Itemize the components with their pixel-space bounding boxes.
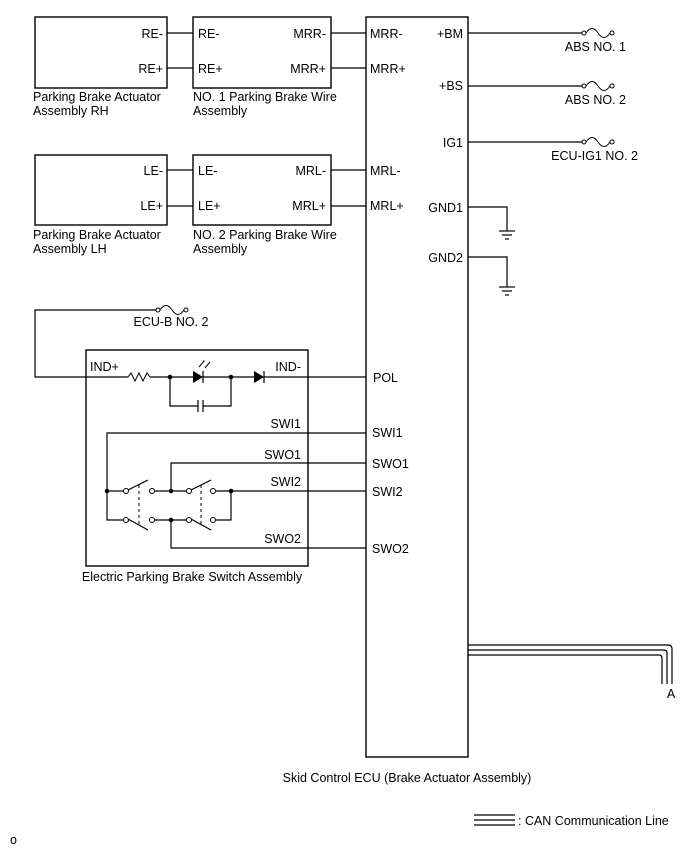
switch-icon (127, 518, 149, 531)
fuse-abs-2-label: ABS NO. 2 (565, 93, 626, 107)
fuse-abs-1: ABS NO. 1 (468, 28, 626, 54)
switch-pin-swo1: SWO1 (264, 448, 301, 462)
switch-assembly-box (85, 349, 309, 567)
actuator-rh-pin-plus: RE+ (138, 62, 163, 76)
ecu-pin-bm: +BM (437, 27, 463, 41)
wire1-pin-mrr-minus: MRR- (293, 27, 326, 41)
actuator-lh-pin-plus: LE+ (140, 199, 163, 213)
ecu-pin-swo1: SWO1 (372, 457, 409, 471)
wire2-caption-1: NO. 2 Parking Brake Wire (193, 228, 337, 242)
ecu-pin-swi2: SWI2 (372, 485, 403, 499)
switch-contact (210, 488, 216, 494)
led-icon (193, 371, 203, 383)
actuator-rh: RE- RE+ Parking Brake Actuator Assembly … (33, 16, 168, 118)
actuator-rh-caption-1: Parking Brake Actuator (33, 90, 161, 104)
skid-control-ecu: MRR- MRR+ MRL- MRL+ POL SWI1 SWO1 SWI2 S… (283, 16, 532, 785)
switch-contact (123, 488, 129, 494)
wire2-caption-2: Assembly (193, 242, 248, 256)
switch-assembly: IND+ IND- SWI1 SWO1 SWI2 SWO2 Electric P… (82, 349, 366, 584)
switch-icon (190, 518, 212, 531)
actuator-lh-caption-1: Parking Brake Actuator (33, 228, 161, 242)
footer-mark: o (10, 833, 17, 847)
switch-icon (127, 479, 149, 491)
switch-contact (186, 488, 192, 494)
wire2-pin-mrl-minus: MRL- (295, 164, 326, 178)
wire2-pin-mrl-plus: MRL+ (292, 199, 326, 213)
can-legend-label: : CAN Communication Line (518, 814, 669, 828)
actuator-rh-box (34, 16, 168, 89)
wire2-pin-le-minus: LE- (198, 164, 217, 178)
fuse-ecu-ig1: ECU-IG1 NO. 2 (468, 137, 638, 163)
ground-gnd2 (468, 256, 515, 296)
switch-pin-swo2: SWO2 (264, 532, 301, 546)
wire-assembly-1: RE- RE+ MRR- MRR+ NO. 1 Parking Brake Wi… (192, 16, 337, 118)
diode-icon (254, 371, 264, 383)
fuse-terminal (609, 139, 615, 145)
actuator-rh-pin-minus: RE- (141, 27, 163, 41)
fuse-terminal (155, 307, 161, 313)
ecu-caption: Skid Control ECU (Brake Actuator Assembl… (283, 771, 532, 785)
fuse-abs-1-label: ABS NO. 1 (565, 40, 626, 54)
wire1-caption-2: Assembly (193, 104, 248, 118)
fuse-terminal (581, 139, 587, 145)
fuse-ecu-ig1-label: ECU-IG1 NO. 2 (551, 149, 638, 163)
actuator-lh-caption-2: Assembly LH (33, 242, 107, 256)
fuse-abs-2: ABS NO. 2 (468, 81, 626, 107)
switch-contact (210, 517, 216, 523)
ecu-pin-mrr-plus: MRR+ (370, 62, 406, 76)
wire1-pin-mrr-plus: MRR+ (290, 62, 326, 76)
fuse-terminal (581, 83, 587, 89)
fuse-terminal (609, 30, 615, 36)
switch-pin-ind-minus: IND- (275, 360, 301, 374)
ecu-pin-mrl-minus: MRL- (370, 164, 401, 178)
actuator-lh-box (34, 154, 168, 226)
actuator-rh-caption-2: Assembly RH (33, 104, 109, 118)
switch-pin-swi1: SWI1 (270, 417, 301, 431)
wire-assembly-2: LE- LE+ MRL- MRL+ NO. 2 Parking Brake Wi… (192, 154, 337, 256)
ecu-pin-swo2: SWO2 (372, 542, 409, 556)
fuse-terminal (183, 307, 189, 313)
fuse-ecu-b: ECU-B NO. 2 (34, 305, 209, 378)
fuse-terminal (581, 30, 587, 36)
switch-pin-swi2: SWI2 (270, 475, 301, 489)
switch-assembly-caption: Electric Parking Brake Switch Assembly (82, 570, 303, 584)
wire-assembly-2-box (192, 154, 332, 226)
can-connector-a: A (667, 687, 676, 701)
ecu-pin-bs: +BS (439, 79, 463, 93)
wire-assembly-1-box (192, 16, 332, 89)
ecu-pin-gnd1: GND1 (428, 201, 463, 215)
ecu-pin-gnd2: GND2 (428, 251, 463, 265)
ecu-pin-mrl-plus: MRL+ (370, 199, 404, 213)
can-lines: A (468, 644, 676, 701)
actuator-lh-pin-minus: LE- (144, 164, 163, 178)
ecu-pin-pol: POL (373, 371, 398, 385)
fuse-ecu-b-label: ECU-B NO. 2 (133, 315, 208, 329)
ecu-pin-swi1: SWI1 (372, 426, 403, 440)
switch-contact (123, 517, 129, 523)
wire1-pin-re-plus: RE+ (198, 62, 223, 76)
wire2-pin-le-plus: LE+ (198, 199, 221, 213)
switch-pin-ind-plus: IND+ (90, 360, 119, 374)
ecu-box (365, 16, 469, 758)
ground-gnd1 (468, 206, 515, 240)
switch-contact (186, 517, 192, 523)
actuator-lh: LE- LE+ Parking Brake Actuator Assembly … (33, 154, 168, 256)
switch-contact (149, 517, 155, 523)
can-legend: : CAN Communication Line (474, 814, 669, 828)
ecu-pin-ig1: IG1 (443, 136, 463, 150)
wire1-caption-1: NO. 1 Parking Brake Wire (193, 90, 337, 104)
resistor-icon (127, 371, 151, 383)
wire1-pin-re-minus: RE- (198, 27, 220, 41)
fuse-terminal (609, 83, 615, 89)
led-light-icon (198, 360, 205, 368)
switch-contact (149, 488, 155, 494)
ecu-pin-mrr-minus: MRR- (370, 27, 403, 41)
